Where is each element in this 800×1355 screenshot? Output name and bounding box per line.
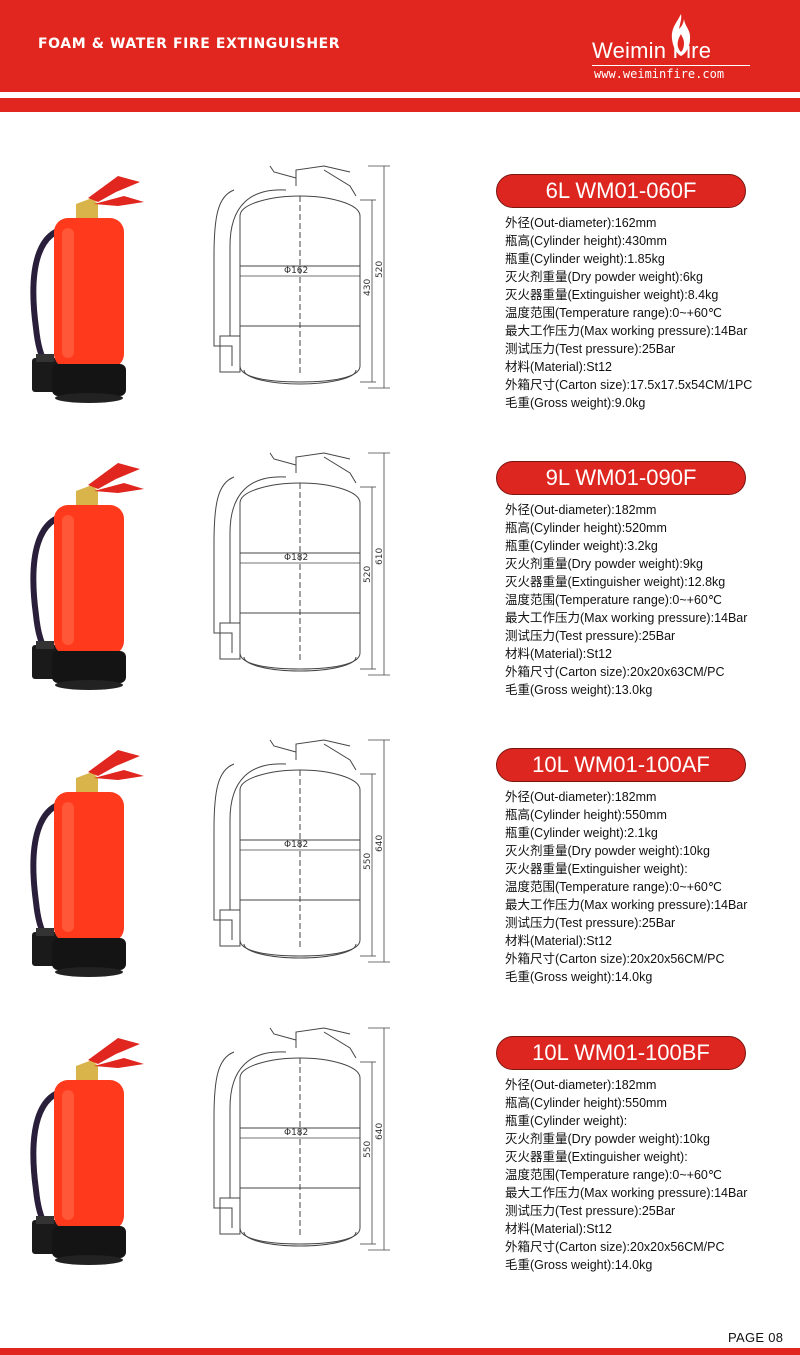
spec-item: 外箱尺寸(Carton size):20x20x63CM/PC bbox=[505, 665, 725, 679]
total-height-label: 520 bbox=[375, 261, 385, 278]
spec-item: 灭火剂重量(Dry powder weight):9kg bbox=[505, 557, 703, 571]
extinguisher-photo bbox=[18, 1030, 158, 1270]
spec-item: 瓶重(Cylinder weight): bbox=[505, 1114, 628, 1128]
spec-item: 温度范围(Temperature range):0~+60℃ bbox=[505, 306, 722, 320]
spec-list: 外径(Out-diameter):182mm 瓶高(Cylinder height… bbox=[505, 1076, 747, 1274]
spec-item: 材料(Material):St12 bbox=[505, 934, 612, 948]
spec-item: 外径(Out-diameter):182mm bbox=[505, 790, 657, 804]
spec-item: 灭火剂重量(Dry powder weight):6kg bbox=[505, 270, 703, 284]
spec-item: 瓶重(Cylinder weight):2.1kg bbox=[505, 826, 658, 840]
cylinder-height-label: 520 bbox=[363, 566, 373, 583]
diameter-label: Φ182 bbox=[284, 1128, 308, 1138]
header-stripe-red bbox=[0, 98, 800, 112]
spec-item: 温度范围(Temperature range):0~+60℃ bbox=[505, 880, 722, 894]
spec-list: 外径(Out-diameter):162mm 瓶高(Cylinder height… bbox=[505, 214, 752, 412]
spec-item: 外径(Out-diameter):182mm bbox=[505, 1078, 657, 1092]
extinguisher-photo bbox=[18, 455, 158, 695]
spec-item: 毛重(Gross weight):9.0kg bbox=[505, 396, 646, 410]
model-title: 6L WM01-060F bbox=[496, 174, 746, 208]
spec-item: 灭火器重量(Extinguisher weight):8.4kg bbox=[505, 288, 719, 302]
spec-list: 外径(Out-diameter):182mm 瓶高(Cylinder height… bbox=[505, 501, 747, 699]
flame-icon bbox=[671, 14, 691, 56]
diameter-label: Φ182 bbox=[284, 840, 308, 850]
spec-item: 测试压力(Test pressure):25Bar bbox=[505, 1204, 676, 1218]
spec-item: 瓶重(Cylinder weight):1.85kg bbox=[505, 252, 665, 266]
spec-item: 灭火器重量(Extinguisher weight): bbox=[505, 862, 688, 876]
spec-item: 外箱尺寸(Carton size):20x20x56CM/PC bbox=[505, 1240, 725, 1254]
spec-item: 瓶高(Cylinder height):550mm bbox=[505, 808, 667, 822]
spec-item: 最大工作压力(Max working pressure):14Bar bbox=[505, 611, 748, 625]
catalog-title: FOAM & WATER FIRE EXTINGUISHER bbox=[38, 36, 341, 52]
diameter-label: Φ162 bbox=[284, 266, 308, 276]
total-height-label: 640 bbox=[375, 1123, 385, 1140]
spec-item: 材料(Material):St12 bbox=[505, 1222, 612, 1236]
model-title: 10L WM01-100AF bbox=[496, 748, 746, 782]
spec-item: 灭火剂重量(Dry powder weight):10kg bbox=[505, 844, 710, 858]
spec-item: 温度范围(Temperature range):0~+60℃ bbox=[505, 1168, 722, 1182]
spec-item: 外箱尺寸(Carton size):20x20x56CM/PC bbox=[505, 952, 725, 966]
spec-item: 毛重(Gross weight):14.0kg bbox=[505, 1258, 653, 1272]
spec-item: 瓶重(Cylinder weight):3.2kg bbox=[505, 539, 658, 553]
spec-item: 灭火剂重量(Dry powder weight):10kg bbox=[505, 1132, 710, 1146]
spec-item: 温度范围(Temperature range):0~+60℃ bbox=[505, 593, 722, 607]
diameter-label: Φ182 bbox=[284, 553, 308, 563]
page-header: FOAM & WATER FIRE EXTINGUISHER Weimin Fi… bbox=[0, 0, 800, 92]
logo-url: www.weiminfire.com bbox=[594, 67, 725, 81]
spec-item: 材料(Material):St12 bbox=[505, 360, 612, 374]
spec-item: 灭火器重量(Extinguisher weight): bbox=[505, 1150, 688, 1164]
spec-item: 瓶高(Cylinder height):430mm bbox=[505, 234, 667, 248]
spec-item: 测试压力(Test pressure):25Bar bbox=[505, 916, 676, 930]
model-title: 9L WM01-090F bbox=[496, 461, 746, 495]
cylinder-height-label: 550 bbox=[363, 853, 373, 870]
spec-list: 外径(Out-diameter):182mm 瓶高(Cylinder height… bbox=[505, 788, 747, 986]
logo-underline bbox=[592, 65, 750, 66]
spec-item: 瓶高(Cylinder height):550mm bbox=[505, 1096, 667, 1110]
header-stripe-white bbox=[0, 92, 800, 98]
spec-item: 最大工作压力(Max working pressure):14Bar bbox=[505, 1186, 748, 1200]
cylinder-height-label: 550 bbox=[363, 1141, 373, 1158]
extinguisher-photo bbox=[18, 742, 158, 982]
page-number: PAGE 08 bbox=[728, 1330, 784, 1345]
logo-wordmark: Weimin Fire bbox=[592, 38, 712, 63]
total-height-label: 640 bbox=[375, 835, 385, 852]
spec-item: 毛重(Gross weight):14.0kg bbox=[505, 970, 653, 984]
spec-item: 外径(Out-diameter):162mm bbox=[505, 216, 657, 230]
extinguisher-photo bbox=[18, 168, 158, 408]
spec-item: 灭火器重量(Extinguisher weight):12.8kg bbox=[505, 575, 726, 589]
spec-item: 最大工作压力(Max working pressure):14Bar bbox=[505, 324, 748, 338]
spec-item: 瓶高(Cylinder height):520mm bbox=[505, 521, 667, 535]
spec-item: 外箱尺寸(Carton size):17.5x17.5x54CM/1PC bbox=[505, 378, 753, 392]
spec-item: 外径(Out-diameter):182mm bbox=[505, 503, 657, 517]
spec-item: 测试压力(Test pressure):25Bar bbox=[505, 342, 676, 356]
cylinder-height-label: 430 bbox=[363, 279, 373, 296]
brand-logo: Weimin Fire www.weiminfire.com bbox=[582, 10, 757, 86]
spec-item: 材料(Material):St12 bbox=[505, 647, 612, 661]
spec-item: 毛重(Gross weight):13.0kg bbox=[505, 683, 653, 697]
model-title: 10L WM01-100BF bbox=[496, 1036, 746, 1070]
total-height-label: 610 bbox=[375, 548, 385, 565]
footer-bar bbox=[0, 1348, 800, 1355]
spec-item: 最大工作压力(Max working pressure):14Bar bbox=[505, 898, 748, 912]
spec-item: 测试压力(Test pressure):25Bar bbox=[505, 629, 676, 643]
